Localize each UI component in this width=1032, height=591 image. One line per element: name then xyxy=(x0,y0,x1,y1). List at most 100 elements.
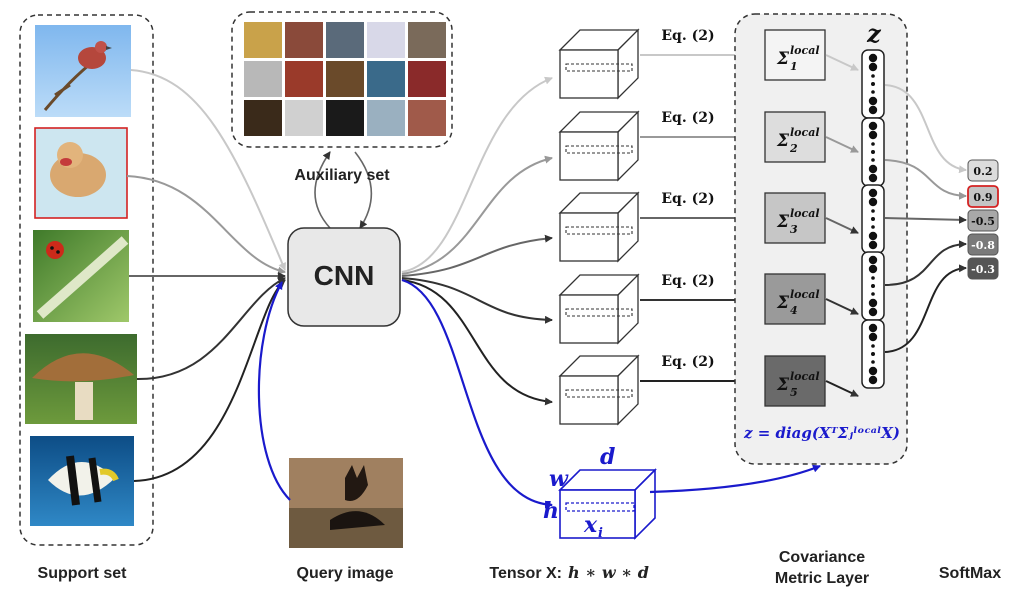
sigma-sub-5: 5 xyxy=(790,386,798,399)
auxiliary-image-13 xyxy=(326,100,364,136)
softmax-value-1: 0.2 xyxy=(973,165,992,178)
softmax-column: 0.2 0.9 -0.5 -0.8 -0.3 xyxy=(967,159,999,280)
z-vector-4 xyxy=(861,251,885,321)
sigma-sub-4: 4 xyxy=(790,304,798,317)
auxiliary-image-12 xyxy=(285,100,323,136)
auxiliary-image-7 xyxy=(285,61,323,97)
cnn-arrow-query xyxy=(401,278,553,509)
sigma-symbol-1: Σ xyxy=(776,49,790,69)
query-tensor: w d h x i xyxy=(543,444,657,541)
support-image-fish xyxy=(30,436,134,526)
tensor-w-label: w xyxy=(549,466,569,492)
auxiliary-image-5 xyxy=(408,22,446,58)
tensor-column xyxy=(558,28,640,426)
support-arrow-2 xyxy=(126,175,286,275)
support-image-dog xyxy=(34,127,128,219)
query-image xyxy=(289,458,403,548)
softmax-cell-5: -0.3 xyxy=(967,257,999,280)
z-vector-1 xyxy=(861,49,885,119)
tensor-prefix-label: Tensor X: xyxy=(489,565,562,582)
auxiliary-image-14 xyxy=(367,100,405,136)
covariance-label-line2: Metric Layer xyxy=(775,570,869,587)
cnn-box xyxy=(287,227,401,327)
auxiliary-image-2 xyxy=(285,22,323,58)
cnn-arrow-4 xyxy=(401,277,553,324)
sigma-symbol-3: Σ xyxy=(776,212,790,232)
sigma-symbol-2: Σ xyxy=(776,131,790,151)
z-arrow-5 xyxy=(884,264,967,353)
z-arrow-2 xyxy=(884,159,967,200)
support-arrow-4 xyxy=(136,277,286,381)
auxiliary-image-15 xyxy=(408,100,446,136)
sigma-sup-5: local xyxy=(790,370,820,383)
cnn-arrow-2 xyxy=(401,155,553,275)
support-tensor-5 xyxy=(558,354,640,426)
sigma-to-z-arrow-5 xyxy=(825,380,859,397)
auxiliary-set-panel xyxy=(231,11,453,148)
equation-label-3: Eq. (2) xyxy=(661,191,714,207)
sigma-symbol-4: Σ xyxy=(776,293,790,313)
sigma-sup-4: local xyxy=(790,288,820,301)
softmax-cell-4: -0.8 xyxy=(967,233,999,256)
support-tensor-4 xyxy=(558,273,640,345)
equation-label-2: Eq. (2) xyxy=(661,110,714,126)
softmax-cell-1: 0.2 xyxy=(967,159,999,182)
support-arrow-1 xyxy=(130,69,286,271)
sigma-sub-1: 1 xyxy=(790,60,798,73)
cnn-label: CNN xyxy=(314,260,375,291)
z-vectors xyxy=(861,49,885,389)
aux-arrow-up xyxy=(314,151,331,229)
softmax-cell-3: -0.5 xyxy=(967,209,999,232)
z-vector-3 xyxy=(861,184,885,254)
support-image-mushroom xyxy=(25,334,137,424)
aux-arrow-down xyxy=(354,151,373,229)
z-vector-5 xyxy=(861,319,885,389)
auxiliary-set-label: Auxiliary set xyxy=(294,167,390,184)
z-arrow-4 xyxy=(884,240,967,286)
query-arrow xyxy=(257,281,291,501)
softmax-value-5: -0.3 xyxy=(971,263,995,276)
sigma-sup-3: local xyxy=(790,207,820,220)
support-image-bird xyxy=(35,25,131,117)
softmax-label: SoftMax xyxy=(939,565,1001,582)
z-arrow-3 xyxy=(884,215,967,224)
sigma-to-z-arrow-3 xyxy=(825,217,859,234)
softmax-value-2: 0.9 xyxy=(973,191,992,204)
sigma-sup-1: local xyxy=(790,44,820,57)
covariance-label-line1: Covariance xyxy=(779,549,865,566)
equation-label-4: Eq. (2) xyxy=(661,273,714,289)
auxiliary-image-11 xyxy=(244,100,282,136)
tensor-h-label: h xyxy=(543,498,559,524)
softmax-cell-2: 0.9 xyxy=(967,185,999,208)
formula-label: z = diag(XᵀΣⱼˡᵒᶜᵃˡX) xyxy=(743,424,900,442)
support-tensor-2 xyxy=(558,110,640,182)
equation-label-5: Eq. (2) xyxy=(661,354,714,370)
auxiliary-image-1 xyxy=(244,22,282,58)
sigma-sup-2: local xyxy=(790,126,820,139)
auxiliary-image-grid xyxy=(244,22,446,136)
softmax-value-3: -0.5 xyxy=(971,215,995,228)
sigma-to-z-arrow-4 xyxy=(825,298,859,315)
support-tensor-3 xyxy=(558,191,640,263)
tensor-xi-sub: i xyxy=(598,526,603,541)
auxiliary-image-8 xyxy=(326,61,364,97)
sigma-sub-2: 2 xyxy=(789,142,798,155)
query-tensor-arrow xyxy=(649,464,821,494)
support-tensor-1 xyxy=(558,28,640,100)
tensor-d-label: d xyxy=(600,444,615,470)
sigma-sub-3: 3 xyxy=(790,223,798,236)
support-set-panel xyxy=(19,14,154,546)
equation-label-1: Eq. (2) xyxy=(661,28,714,44)
cnn-arrow-1 xyxy=(401,76,553,273)
sigma-to-z-arrow-1 xyxy=(825,54,859,71)
cnn-arrow-3 xyxy=(401,234,553,277)
auxiliary-image-4 xyxy=(367,22,405,58)
z-vector-2 xyxy=(861,117,885,187)
softmax-value-4: -0.8 xyxy=(971,239,995,252)
